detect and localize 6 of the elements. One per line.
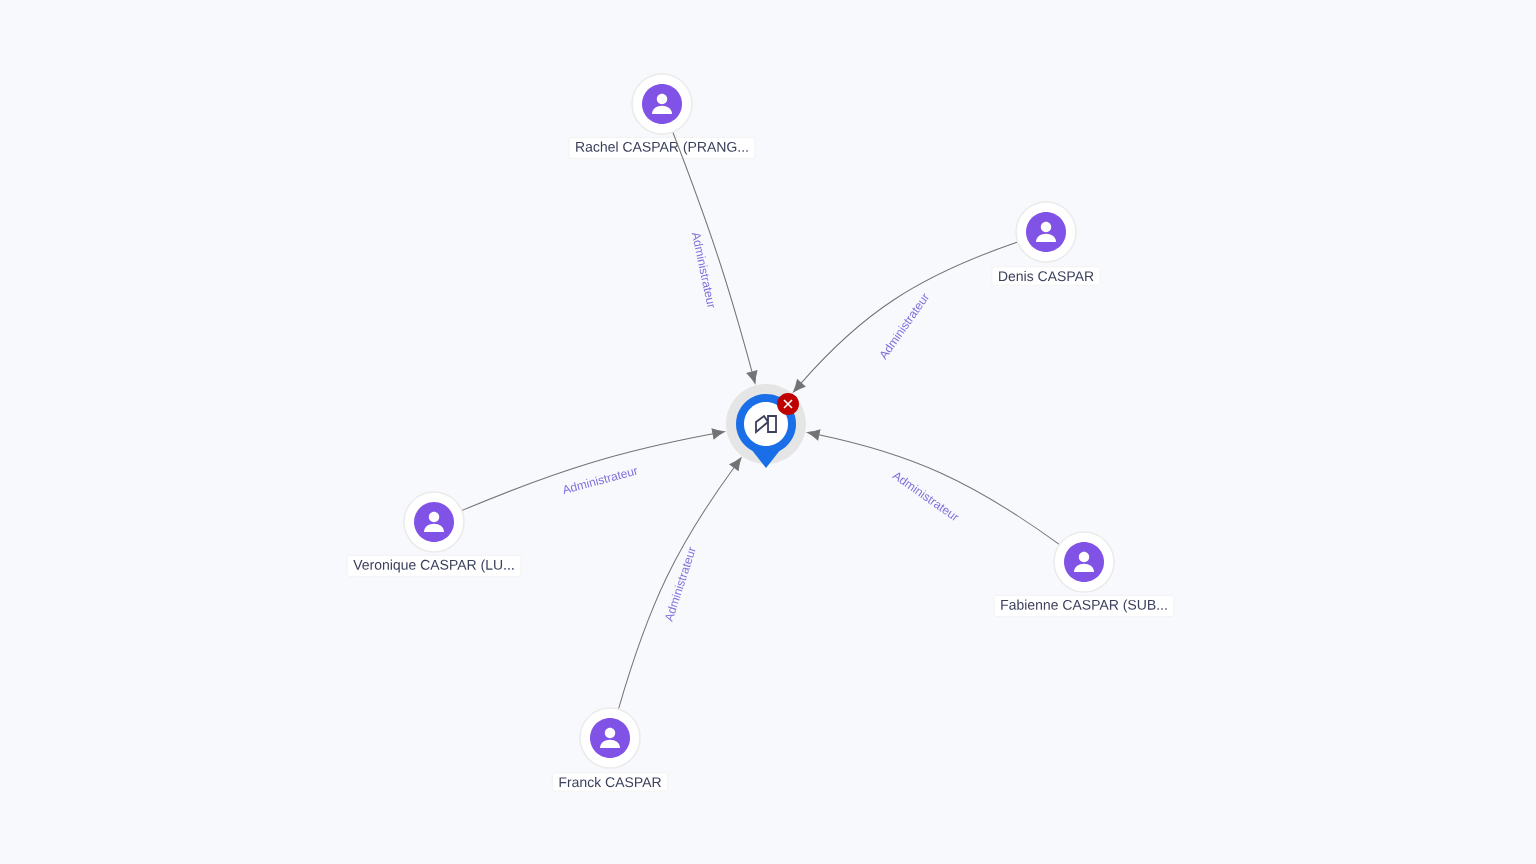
connector-arrow [792,241,1018,393]
connector-arrow [461,428,725,511]
connector-arrow [672,132,758,384]
map-pin [726,384,806,468]
connector-arrow [806,429,1060,545]
connector-arrow [618,457,742,709]
